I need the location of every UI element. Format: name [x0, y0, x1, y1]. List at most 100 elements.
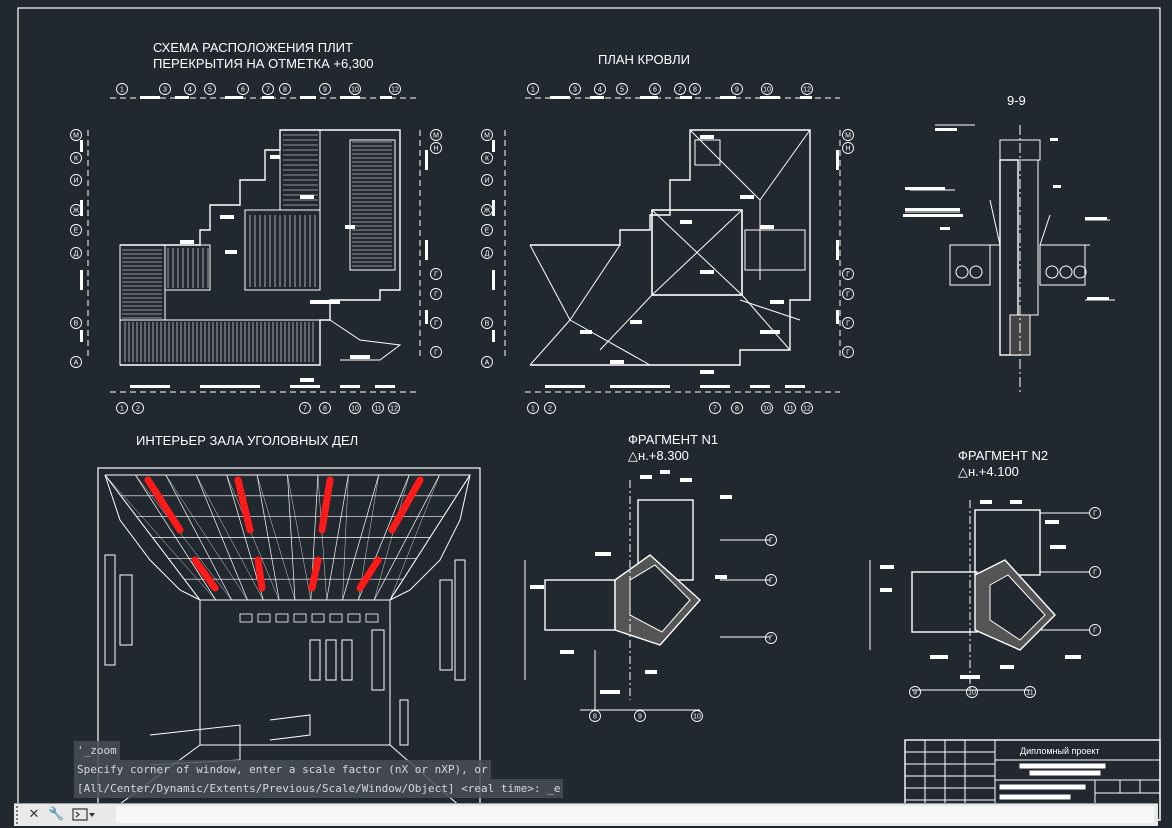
dimension-mark [492, 330, 495, 342]
title-fragment2-level: △н.+4.100 [958, 464, 1019, 479]
axis-bubble-frag2: 10 [966, 686, 978, 698]
dimension-mark [130, 385, 170, 388]
axis-bubble-bottom: 10 [761, 402, 773, 414]
axis-bubble-top: 1 [527, 83, 539, 95]
axis-bubble-right: Г [430, 346, 442, 358]
dimension-mark [836, 150, 839, 170]
dimension-mark [560, 650, 574, 654]
axis-bubble-top: 6 [237, 83, 249, 95]
close-icon[interactable]: ✕ [28, 807, 40, 822]
svg-text:8: 8 [283, 87, 287, 94]
dimension-mark [545, 385, 585, 388]
dimension-mark [903, 214, 963, 217]
svg-text:12: 12 [391, 87, 399, 94]
svg-text:Д: Д [485, 251, 490, 258]
command-prompt-button[interactable] [72, 807, 96, 823]
dimension-mark [750, 385, 770, 388]
dimension-mark [905, 208, 960, 211]
svg-text:10: 10 [763, 406, 771, 413]
axis-bubble-right: Г [842, 317, 854, 329]
dimension-mark [836, 240, 839, 260]
axis-bubble-frag1: 9 [634, 710, 646, 722]
svg-text:А: А [74, 360, 79, 367]
svg-text:5: 5 [620, 87, 624, 94]
svg-text:8: 8 [693, 87, 697, 94]
dimension-mark [610, 385, 670, 388]
dimension-mark [1050, 138, 1058, 141]
dimension-mark [1050, 545, 1066, 549]
axis-bubble-top: 9 [731, 83, 743, 95]
svg-text:В: В [485, 321, 490, 328]
axis-bubble-frag2: 9 [909, 686, 921, 698]
svg-text:Г: Г [846, 292, 850, 299]
dimension-mark [225, 250, 237, 254]
dimension-mark [785, 385, 805, 388]
svg-text:11: 11 [374, 406, 381, 413]
svg-text:Г: Г [1093, 570, 1097, 577]
red-beam [308, 556, 322, 592]
svg-text:9: 9 [323, 87, 327, 94]
dimension-mark [340, 385, 360, 388]
axis-bubble-top: 9 [319, 83, 331, 95]
svg-text:1: 1 [531, 406, 535, 413]
command-history-line: '_zoom [74, 741, 120, 760]
dimension-mark [960, 675, 980, 679]
svg-text:8: 8 [735, 406, 739, 413]
dimension-mark [300, 378, 314, 382]
dimension-mark [700, 370, 714, 374]
axis-bubble-bottom: 7 [709, 402, 721, 414]
axis-bubble-left: В [481, 317, 493, 329]
axis-bubble-left: Е [70, 224, 82, 236]
svg-text:И: И [484, 178, 489, 185]
dimension-mark [492, 140, 495, 152]
dimension-mark [700, 385, 730, 388]
dimension-mark [140, 96, 160, 99]
red-beam [388, 476, 424, 534]
svg-text:8: 8 [593, 714, 597, 721]
axis-bubble-top: 12 [801, 83, 813, 95]
dimension-mark [700, 135, 714, 139]
title-fragment2: ФРАГМЕНТ N2 [958, 448, 1049, 463]
dimension-mark [175, 96, 189, 99]
svg-text:2: 2 [548, 406, 552, 413]
svg-text:Г: Г [846, 350, 850, 357]
dimension-mark [880, 565, 894, 569]
svg-text:Е: Е [74, 228, 79, 235]
svg-text:Г: Г [434, 272, 438, 279]
command-input[interactable] [116, 806, 1154, 823]
svg-text:1: 1 [120, 87, 124, 94]
svg-text:Н: Н [845, 146, 850, 153]
roof-plan-drawing [504, 97, 841, 393]
svg-text:В: В [74, 321, 79, 328]
dimension-mark [905, 187, 945, 190]
axis-bubble-left: И [70, 174, 82, 186]
title-roof-plan: ПЛАН КРОВЛИ [598, 52, 691, 67]
svg-text:К: К [485, 156, 490, 163]
dimension-mark [630, 320, 642, 324]
svg-text:10: 10 [763, 87, 771, 94]
svg-text:3: 3 [573, 87, 577, 94]
dimension-mark [225, 96, 243, 99]
axis-bubble-bottom: 7 [299, 402, 311, 414]
command-bar-grip-handle[interactable] [16, 806, 24, 824]
svg-text:10: 10 [693, 714, 701, 721]
dimension-mark [660, 470, 670, 474]
title-section: 9-9 [1007, 93, 1026, 108]
axis-bubble-right: Н [430, 142, 442, 154]
axis-bubble-frag1: Г [765, 574, 777, 586]
wrench-icon[interactable]: 🔧 [48, 807, 65, 822]
svg-text:6: 6 [241, 87, 245, 94]
axis-bubble-top: 8 [689, 83, 701, 95]
svg-text:9: 9 [913, 690, 917, 697]
title-fragment1-level: △н.+8.300 [628, 448, 689, 463]
svg-text:Г: Г [1093, 628, 1097, 635]
title-interior: ИНТЕРЬЕР ЗАЛА УГОЛОВНЫХ ДЕЛ [136, 433, 359, 448]
axis-bubble-left: В [70, 317, 82, 329]
dimension-mark [80, 270, 83, 290]
dimension-mark [530, 585, 544, 589]
svg-text:10: 10 [351, 87, 359, 94]
svg-text:11: 11 [1026, 690, 1033, 697]
dimension-mark [980, 500, 992, 504]
